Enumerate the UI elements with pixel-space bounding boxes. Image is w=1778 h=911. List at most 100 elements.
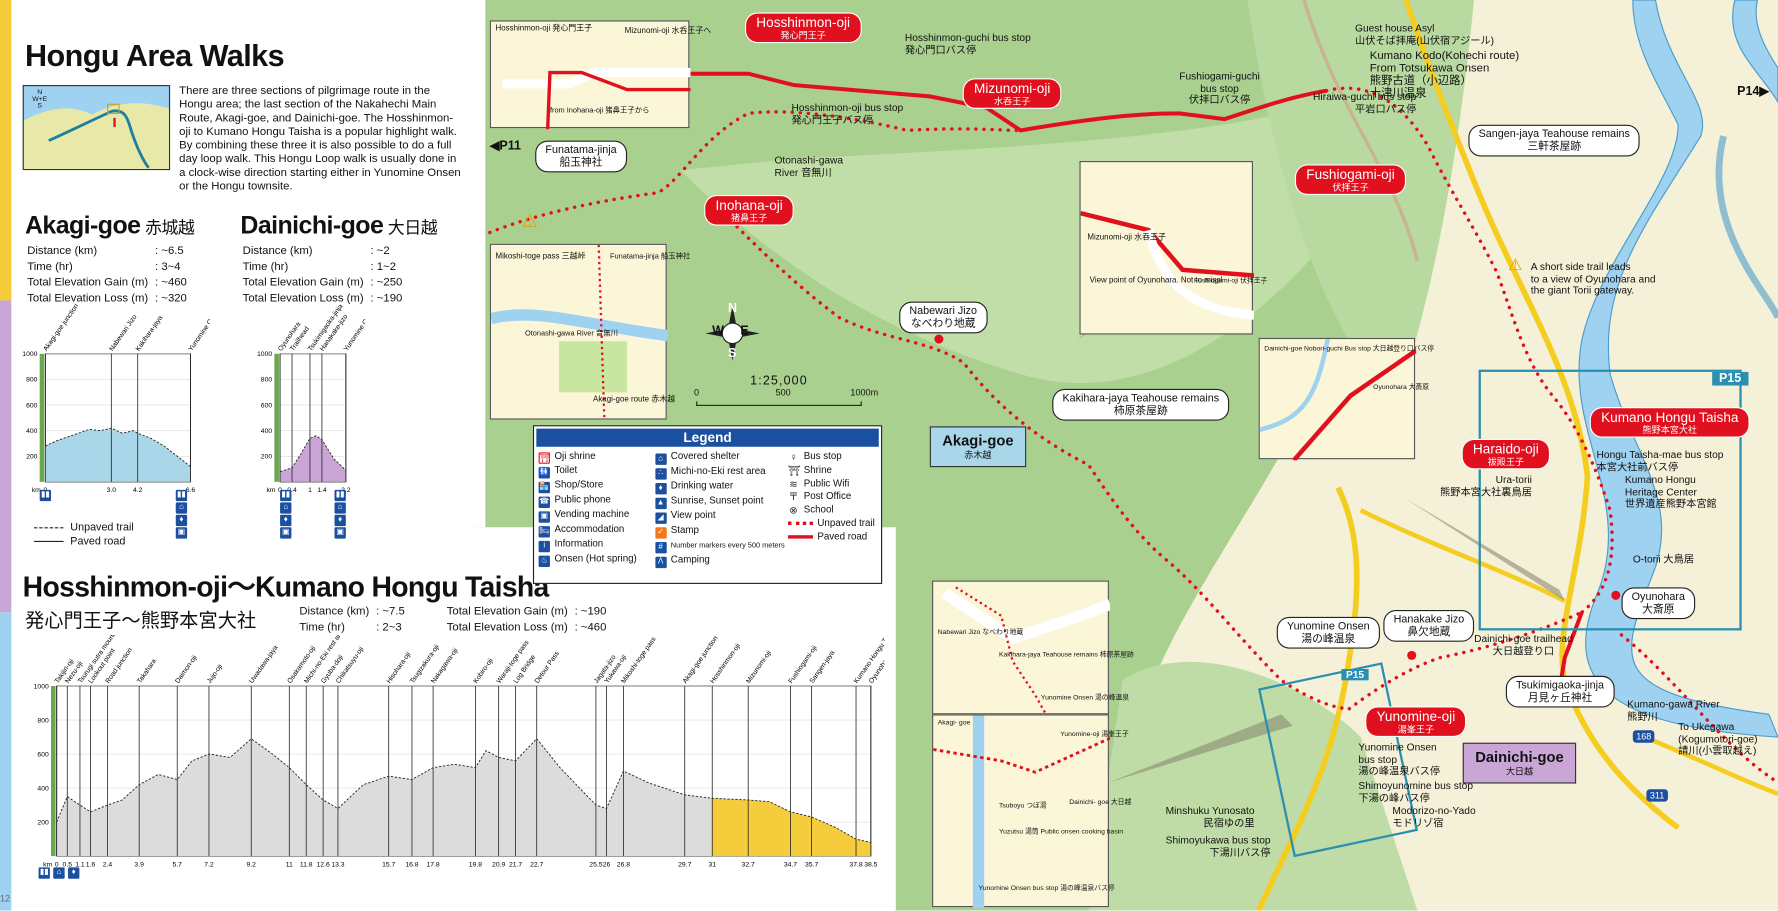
km-tick-label: 29.7 <box>678 861 691 867</box>
y-tick-label: 600 <box>26 402 38 409</box>
km-tick-label: 38.5 <box>864 861 877 867</box>
onsen-icon: ♨ <box>538 555 550 567</box>
inset-label: Yunomine-oji 湯峯王子 <box>1060 731 1129 739</box>
page-ref-p11[interactable]: ◀P11 <box>489 139 521 154</box>
label-ura-torii: Ura-torii 熊野本宮大社裏鳥居 <box>1440 473 1532 498</box>
label-taisha-mae-bus-stop: Hongu Taisha-mae bus stop 本宮大社前バス停 <box>1596 449 1724 473</box>
km-tick-label: 4.2 <box>133 487 143 494</box>
page-ref-p15[interactable]: P15 <box>1712 371 1748 386</box>
waypoint-label: Uwadawa-jaya <box>248 644 279 685</box>
waypoint-label: Detour Pass <box>534 650 562 685</box>
inset-yunomine: Akagi- goe Yunomine-oji 湯峯王子 Tsuboyu つぼ湯… <box>932 714 1131 909</box>
km-tick-label: 25.5 <box>589 861 602 867</box>
legend-label: Public Wifi <box>803 476 850 489</box>
km-tick-label: 15.7 <box>382 861 395 867</box>
km-tick-label: 19.8 <box>469 861 482 867</box>
oji-shrine-icon: ⛩ <box>538 452 550 464</box>
km-tick-label: 2.2 <box>341 487 351 494</box>
inset-label: Otonashi-gawa River 音無川 <box>524 329 618 338</box>
scale-tick: 500 <box>775 387 791 398</box>
km-tick-label: 3.9 <box>134 861 144 867</box>
elevation-area <box>45 428 191 482</box>
km-tick-label: 26 <box>603 861 611 867</box>
label-shimoyukawa-bus-stop: Shimoyukawa bus stop 下湯川バス停 <box>1165 834 1271 858</box>
hongu-detail-frame <box>1478 369 1742 631</box>
elevation-line <box>56 738 871 843</box>
km-tick-label: 22.7 <box>530 861 543 867</box>
legend-item: ◢View point <box>654 509 788 524</box>
line-style-legend: Unpaved trail Paved road <box>34 522 134 549</box>
legend-label: Oji shrine <box>554 450 596 462</box>
hosshinmon-section-heading: Hosshinmon-oji～Kumano Hongu Taisha <box>22 571 550 604</box>
toilet-icon: 🚻 <box>538 467 550 479</box>
elevation-scale-bar <box>39 353 45 482</box>
warning-icon: ⚠ <box>521 212 538 232</box>
km-tick-label: 1.4 <box>317 487 327 494</box>
legend-title: Legend <box>536 428 879 447</box>
inset-label: Yunomine Onsen 湯の峰温泉 <box>1040 695 1130 702</box>
unpaved-line <box>787 521 813 526</box>
elevation-scale-bar <box>274 353 279 482</box>
km-axis-label: km <box>266 487 275 494</box>
inset-dainichi-trailhead: Dainichi-goe Nobori-guchi Bus stop 大日越登り… <box>1258 337 1434 461</box>
km-tick-label: 35.7 <box>805 861 818 867</box>
inset-fushiogami: Mizunomi-oji 水呑王子 View point of Oyunohar… <box>1079 161 1267 335</box>
y-tick-label: 200 <box>37 819 49 826</box>
legend-item: ♀Bus stop <box>788 450 877 463</box>
waypoint-label: Daimon-oji <box>174 654 199 685</box>
legend-label: Bus stop <box>803 450 842 462</box>
km-tick-label: 37.8 <box>849 861 862 867</box>
km-tick-label: 3.0 <box>107 487 117 494</box>
legend-label: Public phone <box>554 493 611 505</box>
post-office-icon: 〒 <box>788 491 799 503</box>
label-o-torii: O-torii 大鳥居 <box>1632 553 1695 565</box>
dainichi-goe-stats: Distance (km): ~2 Time (hr): 1~2 Total E… <box>242 244 403 306</box>
label-shimoyunomine-bus-stop: Shimoyunomine bus stop 下湯の峰バス停 <box>1358 780 1474 804</box>
km-tick-label: 11.8 <box>300 861 313 867</box>
info-icon: i <box>538 540 550 553</box>
legend-item: ≋Public Wifi <box>788 477 877 490</box>
toilet-icon: ▮▮ <box>280 489 292 502</box>
inset-label: View point of Oyunohara. Not to miss! <box>1089 276 1223 285</box>
waypoint-label: Hosshinmon-oji <box>709 642 742 685</box>
page-ref-p15-small[interactable]: P15 <box>1341 669 1369 681</box>
toilet-icon: ▮▮ <box>334 489 346 502</box>
y-tick-label: 600 <box>37 751 49 758</box>
toilet-icon: ▮▮ <box>38 867 50 879</box>
elevation-scale-bar <box>51 686 56 857</box>
km-tick-label: 1 <box>308 487 312 494</box>
page-ref-p14[interactable]: P14▶ <box>1737 85 1769 99</box>
inset-label: Kakihara-jaya Teahouse remains 柿原茶屋跡 <box>998 651 1134 659</box>
scale-bar <box>696 401 862 406</box>
inset-funatama: Mikoshi-toge pass 三越峠 Funatama-jinja 船玉神… <box>489 243 690 421</box>
legend-label: Shrine <box>803 463 832 475</box>
elevation-area <box>56 738 871 857</box>
marker-icon: # <box>654 542 667 554</box>
km-tick-label: 32.7 <box>742 861 755 867</box>
shelter-icon: ⌂ <box>53 867 65 879</box>
inset-label: Tsuboyu つぼ湯 <box>998 802 1047 810</box>
legend-item: ♨Onsen (Hot spring) <box>538 552 655 567</box>
water-icon: ♦ <box>175 514 188 527</box>
vending-icon: ▣ <box>334 527 346 539</box>
inset-label: Yuzutsu 湯筒 Public onsen cooking basin <box>998 828 1124 836</box>
vending-icon: ▣ <box>280 527 292 539</box>
km-tick-label: 11 <box>286 861 293 867</box>
profile-facility-icons: ▮▮⌂♦ <box>38 867 80 879</box>
waypoint-label: Nabewari Jizo <box>108 313 138 352</box>
shelter-icon: ⌂ <box>280 502 292 514</box>
label-to-ukegawa: To Ukegawa (Kogumotori-goe) 請川(小雲取越え) <box>1678 721 1758 757</box>
km-tick-label: 17.8 <box>426 861 439 867</box>
akagi-start-facilities: ▮▮ <box>39 489 52 502</box>
